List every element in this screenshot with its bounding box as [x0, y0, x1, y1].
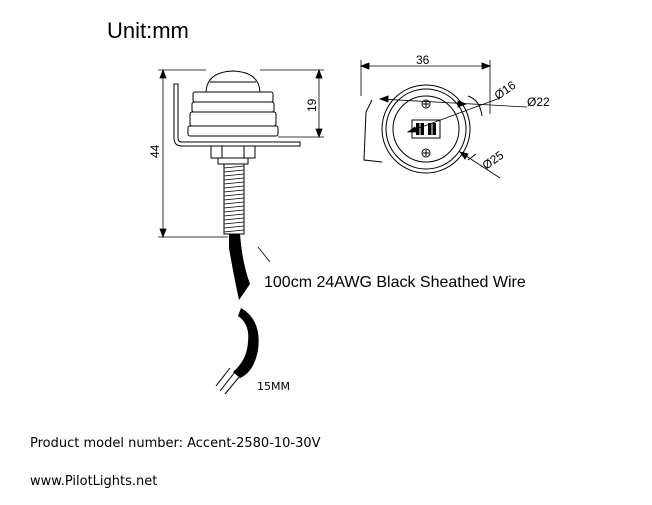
dim-44-label: 44 — [148, 144, 162, 158]
side-dimensions — [158, 68, 324, 239]
dim-16-label: Ø16 — [492, 78, 519, 103]
stripped-conductors — [215, 367, 241, 395]
side-view — [173, 70, 301, 395]
dim-19-label: 19 — [305, 98, 319, 112]
front-dimensions — [359, 60, 528, 179]
head-ring-lower — [189, 111, 277, 127]
outer-ring — [381, 84, 471, 174]
middle-ring — [385, 88, 467, 170]
website-url: www.PilotLights.net — [30, 474, 158, 489]
head-ring-middle — [191, 101, 275, 113]
screw-top — [421, 99, 431, 109]
head-ring-top — [192, 91, 274, 103]
head-base — [187, 125, 279, 137]
nut — [210, 145, 256, 159]
wire-description: 100cm 24AWG Black Sheathed Wire — [264, 274, 526, 291]
strip-length-label: 15MM — [257, 380, 290, 393]
wire-lower — [233, 308, 259, 378]
wire-leader — [257, 246, 271, 263]
wire-upper — [229, 234, 250, 300]
screw-bottom — [421, 148, 431, 158]
dim-22-label: Ø22 — [527, 95, 550, 109]
dim-36-label: 36 — [416, 53, 430, 67]
inner-ring — [392, 95, 460, 163]
dim-25-label: Ø25 — [480, 148, 507, 173]
front-bracket — [363, 95, 483, 163]
product-model-number: Product model number: Accent-2580-10-30V — [30, 436, 321, 451]
front-view — [363, 84, 483, 174]
washer — [217, 157, 249, 165]
thread-lines — [223, 165, 245, 233]
mounting-bracket — [173, 83, 301, 147]
lens-dome — [205, 70, 261, 93]
unit-title: Unit:mm — [107, 18, 189, 43]
